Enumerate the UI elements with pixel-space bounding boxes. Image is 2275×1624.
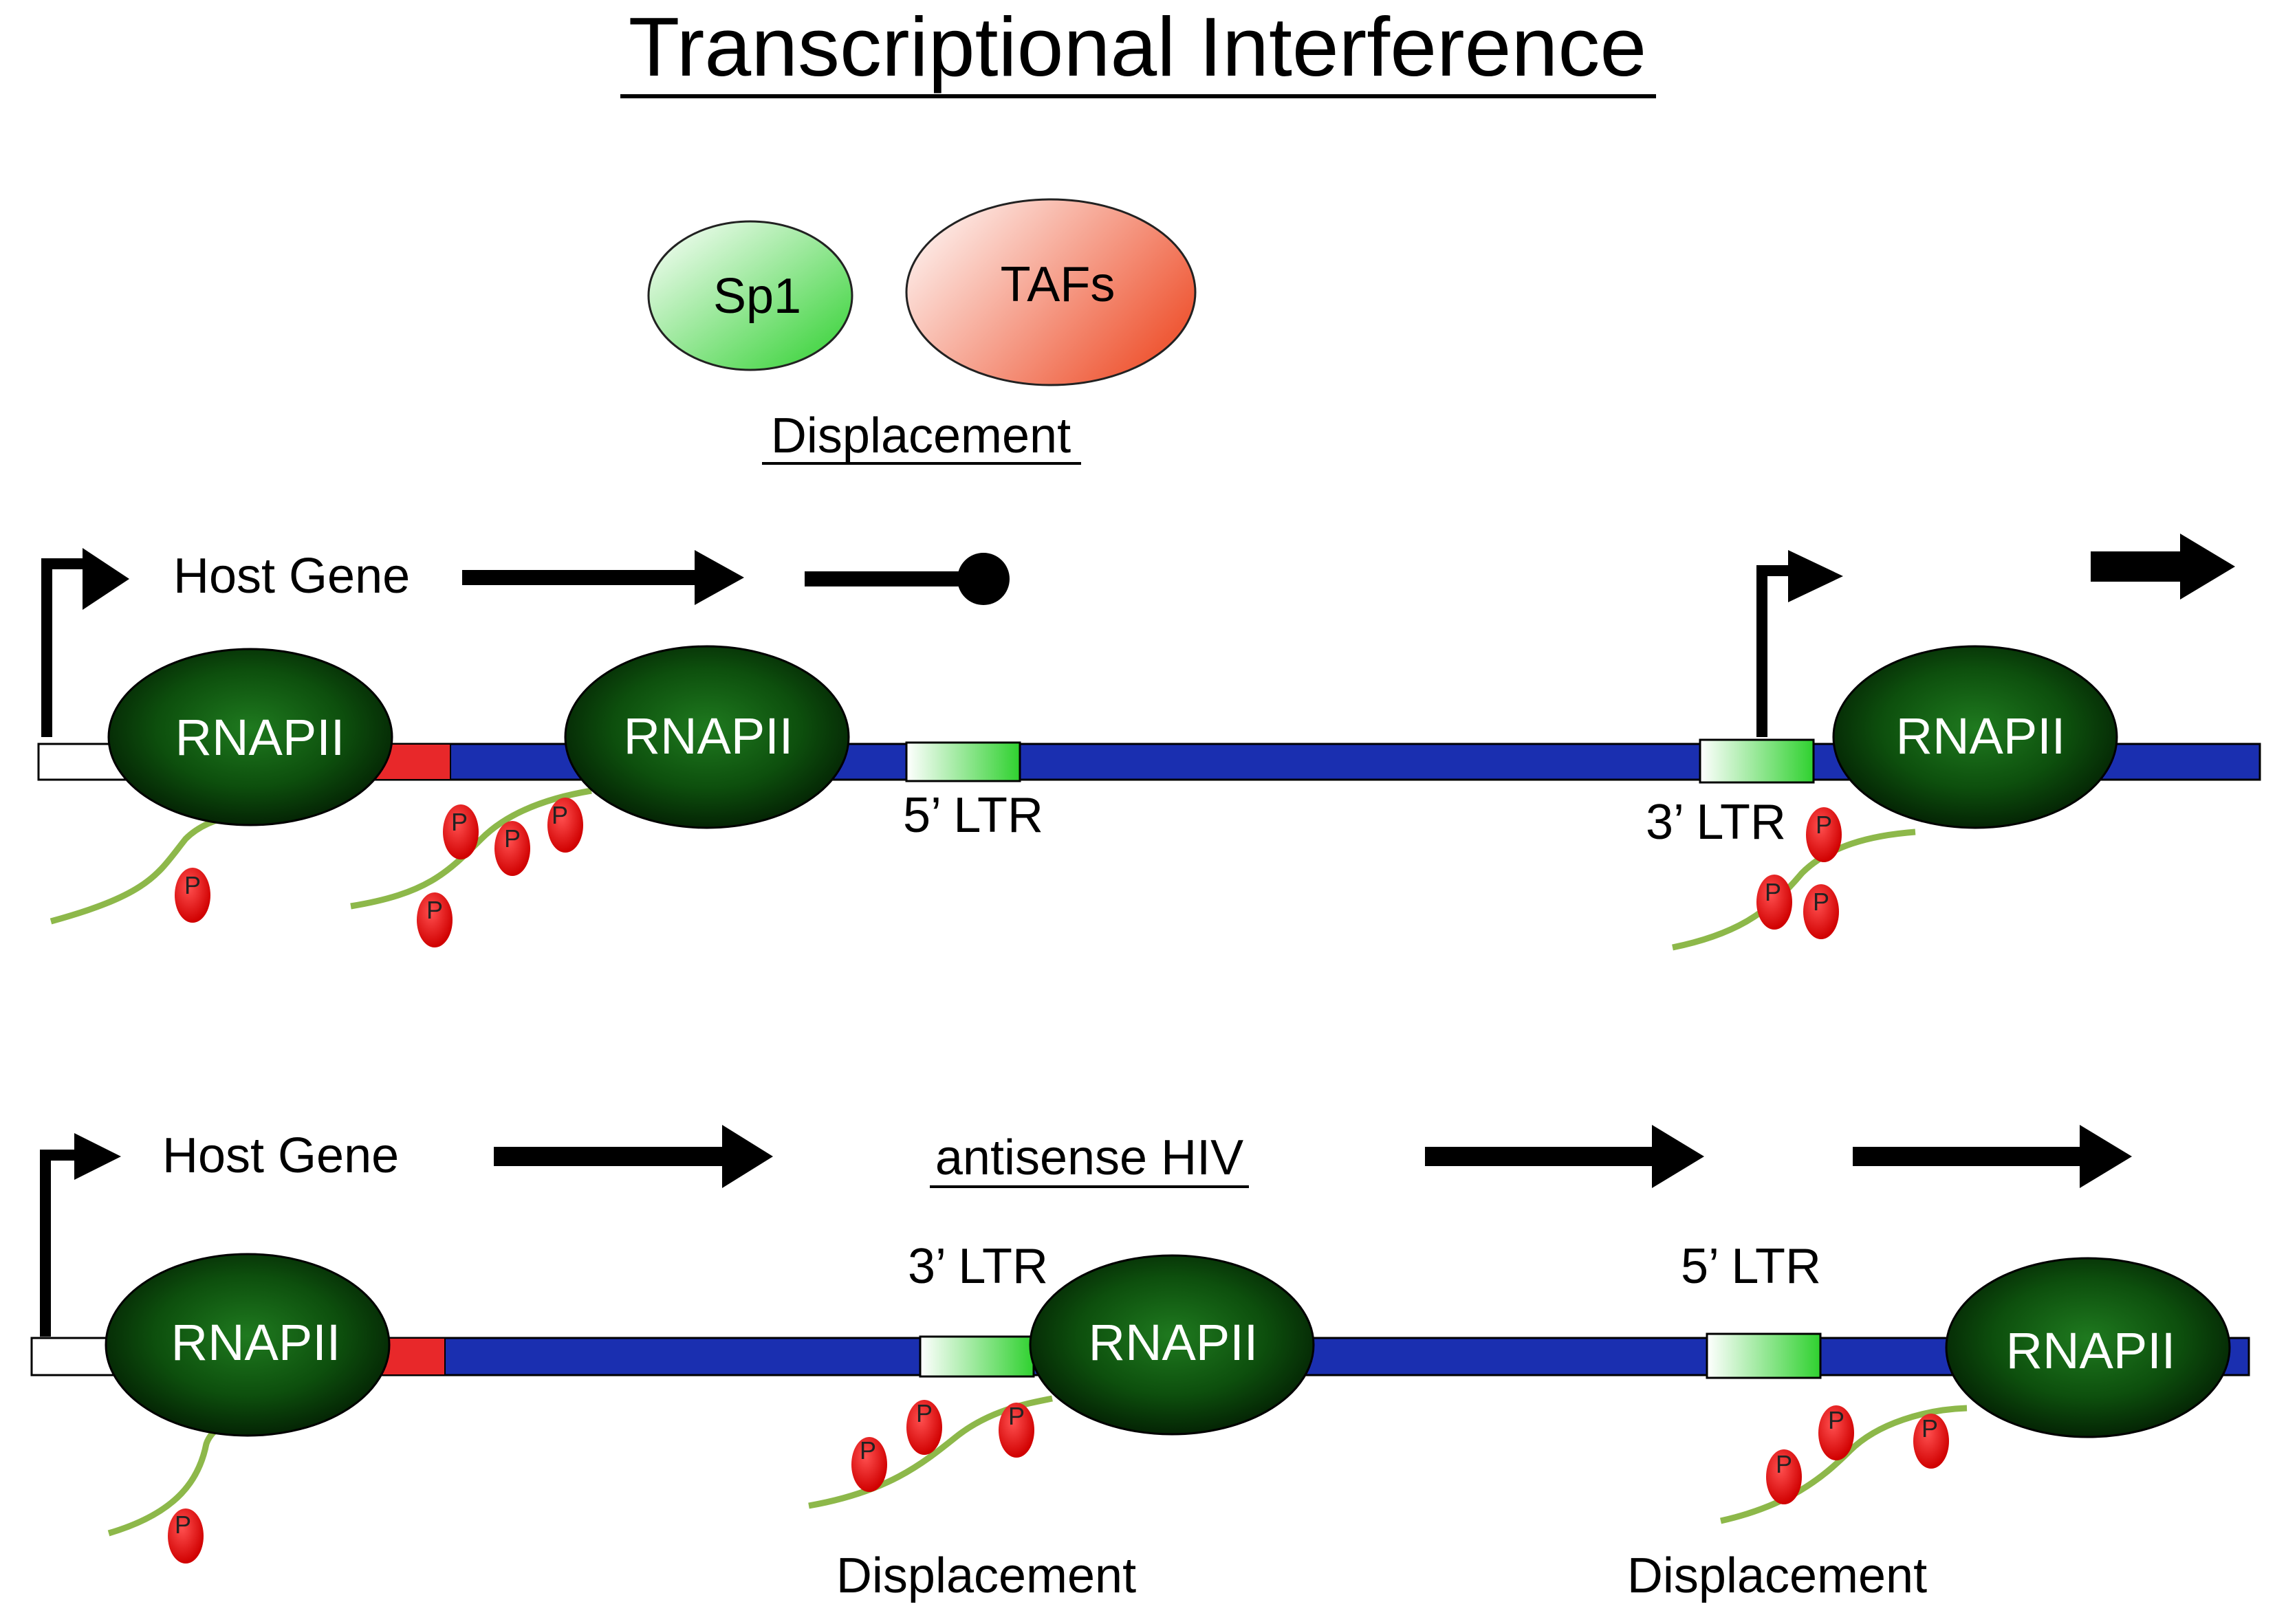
phospho-mark (851, 1437, 887, 1492)
top-host-promoter-arrowhead (83, 548, 129, 610)
top-ltr-promoter-arrow (1756, 565, 1795, 737)
top-5ltr-box (905, 741, 1021, 782)
phospho-mark (494, 821, 530, 876)
phospho-mark (175, 868, 210, 923)
bottom-host-promoter-arrow (40, 1150, 83, 1337)
phospho-mark-label: P (916, 1399, 933, 1427)
antisense-hiv-label: antisense HIV (935, 1130, 1243, 1185)
phospho-mark (547, 798, 583, 853)
phospho-mark-label: P (1816, 811, 1832, 839)
top-rna-strand-1 (50, 808, 296, 925)
top-transcription-arrowhead (695, 550, 744, 605)
bottom-rnapii-1-label: RNAPII (171, 1314, 341, 1371)
top-3ltr-label: 3’ LTR (1646, 795, 1786, 850)
bottom-3ltr-box (919, 1335, 1035, 1378)
top-rnapii-1 (107, 648, 393, 826)
phospho-mark-label: P (860, 1436, 876, 1464)
top-phospho-group: P P P P P P P P (175, 798, 1842, 947)
bottom-host-gene-label: Host Gene (162, 1128, 399, 1183)
phospho-mark (443, 804, 479, 859)
phospho-mark-label: P (184, 871, 201, 899)
phospho-mark (1806, 807, 1842, 862)
top-rna-strand-2 (350, 787, 592, 910)
bottom-rna-strand-3 (1720, 1405, 1968, 1524)
phospho-mark-label: P (1828, 1406, 1844, 1434)
phospho-mark (1818, 1405, 1854, 1460)
displacement-top-label: Displacement (771, 408, 1071, 463)
top-rna-strand-3 (1672, 829, 1916, 951)
bottom-host-promoter-arrowhead (74, 1133, 121, 1180)
bottom-rnapii-2 (1029, 1254, 1315, 1436)
bottom-red-region (381, 1337, 446, 1376)
bottom-rnapii-3-label: RNAPII (2006, 1322, 2176, 1379)
phospho-mark-label: P (552, 801, 568, 829)
bottom-5ltr-box (1706, 1332, 1822, 1379)
tafs-factor (905, 198, 1197, 386)
tafs-label: TAFs (1001, 257, 1115, 312)
phospho-mark (1756, 875, 1792, 930)
bottom-3ltr-label: 3’ LTR (908, 1239, 1048, 1294)
top-5ltr-label: 5’ LTR (903, 788, 1043, 843)
phospho-mark (906, 1400, 942, 1455)
phospho-mark (1766, 1449, 1802, 1504)
top-rnapii-2 (564, 645, 850, 829)
bottom-displacement-right-label: Displacement (1627, 1548, 1927, 1603)
top-rnapii-3-label: RNAPII (1896, 707, 2066, 765)
phospho-mark-label: P (1813, 888, 1829, 916)
bottom-rnapii-3 (1945, 1257, 2231, 1438)
phospho-mark (168, 1508, 204, 1563)
phospho-mark-label: P (426, 896, 443, 924)
top-rnapii-3 (1832, 645, 2118, 829)
top-termination-dot (957, 553, 1010, 605)
bottom-phospho-group: P P P P P P P (168, 1399, 1949, 1563)
diagram-title: Transcriptional Interference (629, 0, 1647, 94)
phospho-mark (999, 1403, 1034, 1458)
bottom-rnapii-2-label: RNAPII (1089, 1314, 1259, 1371)
phospho-mark-label: P (1776, 1450, 1792, 1478)
top-rnapii-1-label: RNAPII (175, 709, 345, 766)
top-host-gene-label: Host Gene (173, 549, 410, 604)
top-ltr-promoter-arrowhead (1788, 550, 1843, 602)
top-3ltr-box (1699, 738, 1815, 784)
bottom-displacement-left-label: Displacement (836, 1548, 1136, 1603)
phospho-mark (417, 892, 453, 947)
bottom-arrow-3-head (2080, 1125, 2132, 1188)
top-rnapii-2-label: RNAPII (624, 707, 794, 765)
bottom-rnapii-1 (105, 1253, 391, 1437)
bottom-arrow-2-head (1652, 1125, 1704, 1188)
phospho-mark (1913, 1414, 1949, 1469)
phospho-mark-label: P (504, 824, 521, 853)
sp1-label: Sp1 (713, 269, 801, 324)
sp1-factor (647, 220, 853, 371)
phospho-mark-label: P (1922, 1414, 1938, 1442)
phospho-mark-label: P (175, 1511, 191, 1539)
bottom-5ltr-label: 5’ LTR (1681, 1239, 1821, 1294)
phospho-mark (1803, 884, 1839, 939)
phospho-mark-label: P (1765, 878, 1781, 906)
bottom-arrow-1-head (722, 1125, 773, 1188)
phospho-mark-label: P (1008, 1402, 1025, 1430)
top-right-arrowhead (2180, 534, 2235, 600)
top-host-promoter-arrow (41, 558, 89, 737)
phospho-mark-label: P (451, 808, 468, 836)
